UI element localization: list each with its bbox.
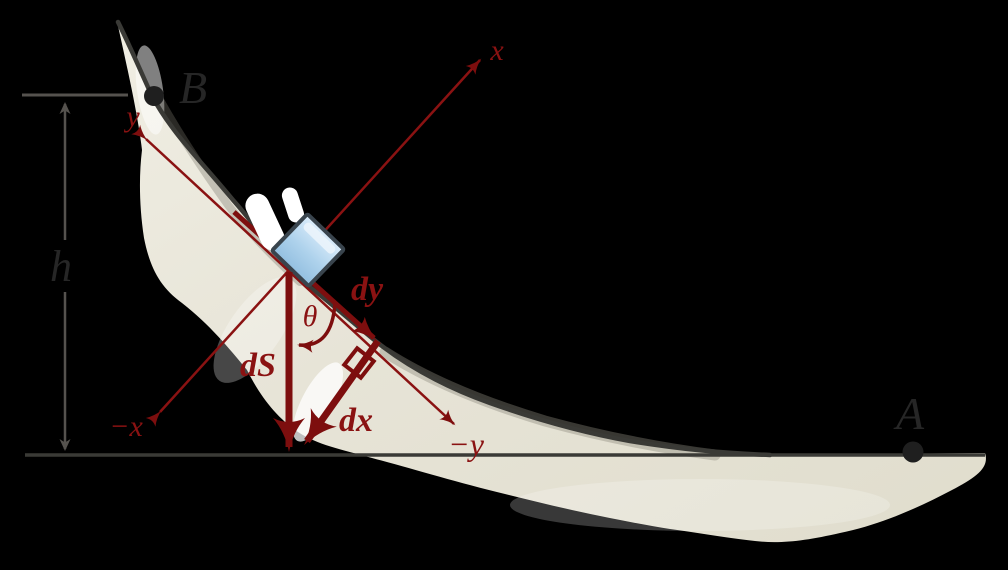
y-axis-line — [131, 124, 456, 426]
dx-label: dx — [339, 402, 373, 439]
height-label: h — [50, 242, 72, 291]
x-axis-label: x — [489, 34, 504, 67]
hill-highlight — [510, 479, 890, 531]
y-axis-label: y — [123, 100, 140, 133]
point-b-dot — [144, 86, 164, 106]
neg-y-axis-label: −y — [448, 426, 485, 462]
dy-label: dy — [351, 271, 384, 308]
neg-x-axis-label: −x — [109, 410, 143, 443]
theta-arc — [297, 302, 337, 353]
ds-label: dS — [240, 347, 276, 384]
block-shine — [303, 222, 336, 254]
point-a-dot — [902, 441, 924, 463]
theta-label: θ — [303, 300, 318, 333]
motion-streak — [245, 193, 285, 251]
block — [270, 212, 346, 288]
right-angle-marker — [341, 345, 377, 381]
hill-shape — [118, 22, 986, 543]
motion-streak — [281, 187, 305, 223]
point-a-label: A — [893, 388, 925, 439]
point-b-label: B — [179, 62, 207, 113]
